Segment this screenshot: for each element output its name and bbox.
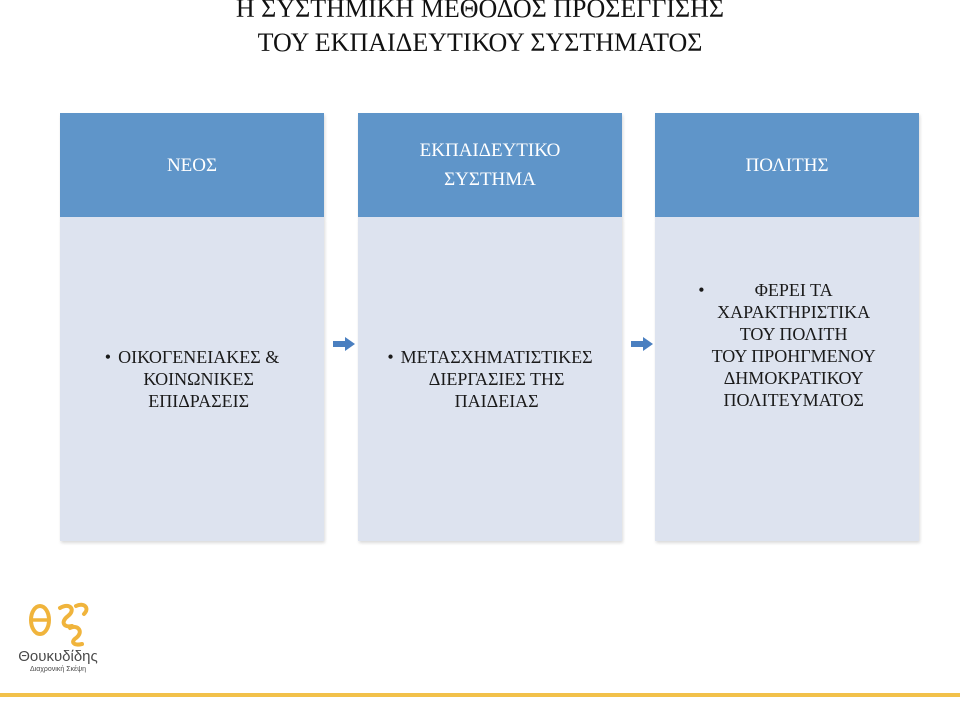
bullet-dot: • <box>104 347 112 367</box>
logo-name: Θουκυδίδης <box>18 648 98 665</box>
bottom-divider <box>0 693 960 697</box>
bullet-item: • ΦΕΡΕΙ ΤΑ ΧΑΡΑΚΤΗΡΙΣΤΙΚΑ ΤΟΥ ΠΟΛΙΤΗ ΤΟΥ… <box>686 279 887 411</box>
right-arrow-icon <box>631 337 653 351</box>
right-arrow-icon <box>333 337 355 351</box>
logo-subtitle: Διαχρονική Σκέψη <box>29 666 87 673</box>
column-young: ΝΕΟΣ • ΟΙΚΟΓΕΝΕΙΑΚΕΣ & ΚΟΙΝΩΝΙΚΕΣ ΕΠΙΔΡΑ… <box>60 113 324 541</box>
column-header: ΠΟΛΙΤΗΣ <box>655 113 919 217</box>
column-citizen: ΠΟΛΙΤΗΣ • ΦΕΡΕΙ ΤΑ ΧΑΡΑΚΤΗΡΙΣΤΙΚΑ ΤΟΥ ΠΟ… <box>655 113 919 541</box>
logo: Θουκυδίδης Διαχρονική Σκέψη <box>12 598 104 678</box>
bullet-item: • ΟΙΚΟΓΕΝΕΙΑΚΕΣ & ΚΟΙΝΩΝΙΚΕΣ ΕΠΙΔΡΑΣΕΙΣ <box>93 346 291 412</box>
page-title: Η ΣΥΣΤΗΜΙΚΗ ΜΕΘΟΔΟΣ ΠΡΟΣΕΓΓΙΣΗΣ ΤΟΥ ΕΚΠΑ… <box>0 0 960 60</box>
column-header-label: ΝΕΟΣ <box>166 154 218 176</box>
column-header: ΝΕΟΣ <box>60 113 324 217</box>
logo-icon <box>29 602 89 647</box>
bullet-text: ΟΙΚΟΓΕΝΕΙΑΚΕΣ & ΚΟΙΝΩΝΙΚΕΣ ΕΠΙΔΡΑΣΕΙΣ <box>118 347 280 411</box>
title-line-2: ΤΟΥ ΕΚΠΑΙΔΕΥΤΙΚΟΥ ΣΥΣΤΗΜΑΤΟΣ <box>257 28 703 57</box>
column-body: • ΟΙΚΟΓΕΝΕΙΑΚΕΣ & ΚΟΙΝΩΝΙΚΕΣ ΕΠΙΔΡΑΣΕΙΣ <box>60 217 324 541</box>
column-header: ΕΚΠΑΙΔΕΥΤΙΚΟ ΣΥΣΤΗΜΑ <box>358 113 622 217</box>
column-header-label: ΕΚΠΑΙΔΕΥΤΙΚΟ ΣΥΣΤΗΜΑ <box>419 140 561 190</box>
column-body: • ΜΕΤΑΣΧΗΜΑΤΙΣΤΙΚΕΣ ΔΙΕΡΓΑΣΙΕΣ ΤΗΣ ΠΑΙΔΕ… <box>358 217 622 541</box>
column-education-system: ΕΚΠΑΙΔΕΥΤΙΚΟ ΣΥΣΤΗΜΑ • ΜΕΤΑΣΧΗΜΑΤΙΣΤΙΚΕΣ… <box>358 113 622 541</box>
title-line-1: Η ΣΥΣΤΗΜΙΚΗ ΜΕΘΟΔΟΣ ΠΡΟΣΕΓΓΙΣΗΣ <box>235 0 725 23</box>
bullet-dot: • <box>698 280 705 300</box>
bullet-dot: • <box>387 347 394 367</box>
bullet-text: ΜΕΤΑΣΧΗΜΑΤΙΣΤΙΚΕΣ ΔΙΕΡΓΑΣΙΕΣ ΤΗΣ ΠΑΙΔΕΙΑ… <box>400 347 593 411</box>
bullet-item: • ΜΕΤΑΣΧΗΜΑΤΙΣΤΙΚΕΣ ΔΙΕΡΓΑΣΙΕΣ ΤΗΣ ΠΑΙΔΕ… <box>375 346 604 412</box>
column-header-label: ΠΟΛΙΤΗΣ <box>745 154 829 176</box>
bullet-text: ΦΕΡΕΙ ΤΑ ΧΑΡΑΚΤΗΡΙΣΤΙΚΑ ΤΟΥ ΠΟΛΙΤΗ ΤΟΥ Π… <box>711 280 876 410</box>
column-body: • ΦΕΡΕΙ ΤΑ ΧΑΡΑΚΤΗΡΙΣΤΙΚΑ ΤΟΥ ΠΟΛΙΤΗ ΤΟΥ… <box>655 217 919 541</box>
